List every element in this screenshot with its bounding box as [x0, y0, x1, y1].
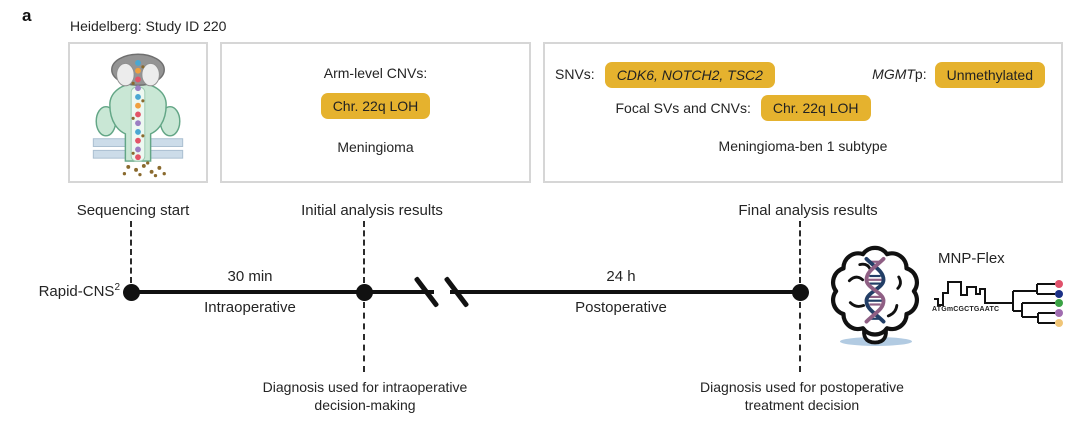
nanopore-sequencing-icon [92, 53, 184, 178]
sequencing-box [68, 42, 208, 183]
study-header: Heidelberg: Study ID 220 [70, 18, 227, 34]
segment2-phase: Postoperative [575, 299, 667, 316]
milestone-initial-results: Initial analysis results [301, 202, 443, 219]
mgmt-gene-name: MGMT [872, 66, 915, 83]
focal-highlight-badge: Chr. 22q LOH [760, 95, 871, 122]
note-postoperative-decision: Diagnosis used for postoperative treatme… [700, 379, 904, 414]
milestone-sequencing-start: Sequencing start [76, 202, 190, 219]
dendrogram-leaf-yellow [1055, 319, 1063, 327]
timeline-segment-intraoperative [130, 290, 434, 294]
initial-diagnosis-text: Meningioma [337, 138, 414, 155]
dashed-connector-final-top [799, 221, 801, 283]
mgmt-label-suffix: p: [914, 66, 927, 83]
cnv-highlight-badge: Chr. 22q LOH [320, 92, 431, 119]
focal-sv-row: Focal SVs and CNVs: Chr. 22q LOH [485, 95, 1001, 122]
timeline-segment-postoperative [450, 290, 801, 294]
dashed-connector-start [130, 221, 132, 283]
methylation-trace-dendrogram-icon [934, 280, 1063, 327]
track-label-superscript: 2 [114, 282, 120, 293]
methylated-sequence-text: ATGmCGCTGAATC [932, 306, 1000, 313]
panel-letter: a [22, 6, 32, 25]
mgmt-highlight-badge: Unmethylated [934, 62, 1045, 89]
snvs-label: SNVs: [555, 66, 595, 83]
timeline-dot-final-results [791, 283, 809, 301]
mgmt-label: MGMTp: [872, 66, 926, 84]
methylation-trace [934, 281, 1013, 306]
dendrogram-leaf-green [1055, 299, 1063, 307]
segment2-duration: 24 h [606, 268, 636, 285]
timeline-dot-initial-results [355, 283, 373, 301]
dashed-connector-initial-top [363, 221, 365, 283]
final-results-box: SNVs: CDK6, NOTCH2, TSC2 MGMTp: Unmethyl… [543, 42, 1063, 183]
final-diagnosis-text: Meningioma-ben 1 subtype [718, 138, 888, 155]
mnp-flex-label: MNP-Flex [938, 250, 1005, 267]
arm-level-cnv-title: Arm-level CNVs: [323, 65, 428, 81]
dendrogram-leaf-blue [1055, 290, 1063, 298]
initial-results-box: Arm-level CNVs: Chr. 22q LOH Meningioma [220, 42, 531, 183]
dendrogram-leaf-purple [1055, 309, 1063, 317]
snvs-highlight-badge: CDK6, NOTCH2, TSC2 [604, 62, 775, 89]
snv-mgmt-row: SNVs: CDK6, NOTCH2, TSC2 MGMTp: Unmethyl… [555, 62, 1045, 89]
segment1-duration: 30 min [227, 268, 273, 285]
segment1-phase: Intraoperative [204, 299, 296, 316]
dendrogram-leaf-red [1055, 280, 1063, 288]
milestone-final-results: Final analysis results [738, 202, 878, 219]
note-intraoperative-decision: Diagnosis used for intraoperative decisi… [262, 379, 468, 414]
brain-dna-icon [830, 245, 920, 345]
dashed-connector-final-bottom [799, 302, 801, 372]
dendrogram-branches [1012, 283, 1055, 324]
timeline-track-label: Rapid-CNS2 [38, 282, 120, 300]
focal-sv-label: Focal SVs and CNVs: [615, 99, 751, 116]
dashed-connector-initial-bottom [363, 302, 365, 372]
timeline-dot-sequencing-start [122, 283, 140, 301]
